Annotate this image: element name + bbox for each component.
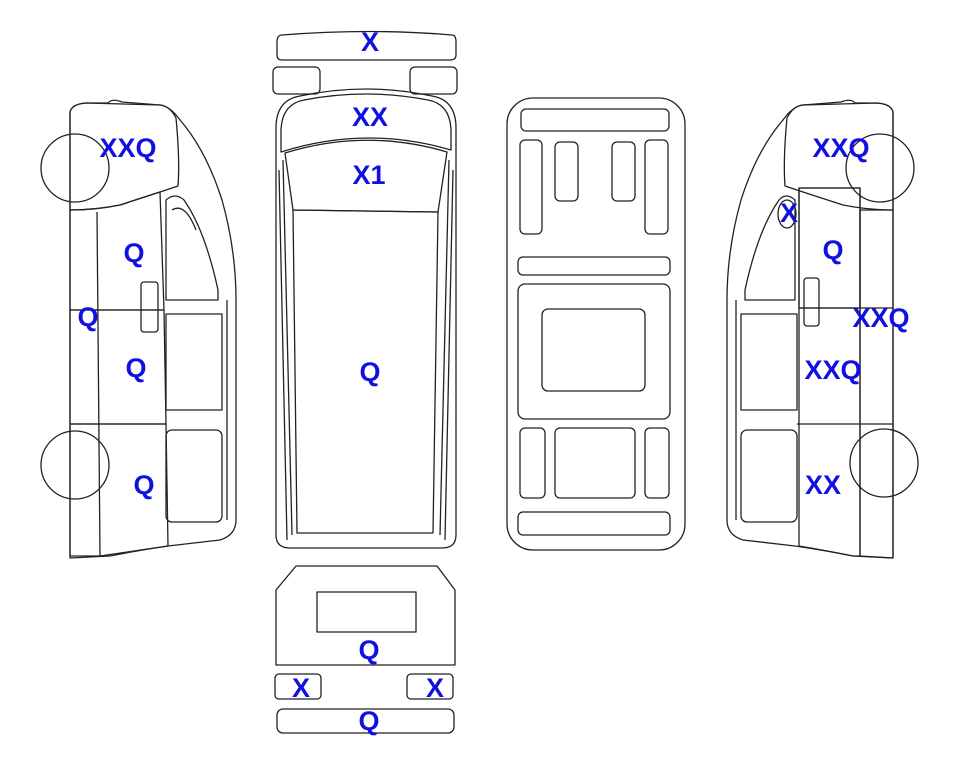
underbody-outline <box>506 97 686 551</box>
left-rear-wheel <box>40 430 110 500</box>
label-right-door-upper: Q <box>822 235 843 265</box>
label-right-rear-panel: XX <box>805 470 841 500</box>
roof-main-panel <box>292 209 439 534</box>
label-rear-light-left: X <box>292 673 310 703</box>
right-mid-panel <box>798 187 861 557</box>
label-rear-bumper: Q <box>358 706 379 736</box>
right-side-view <box>726 99 919 559</box>
roof-body-outline <box>275 88 457 549</box>
top-view <box>272 30 458 549</box>
label-top-bumper: X <box>361 27 379 57</box>
label-left-door-lower: Q <box>125 353 146 383</box>
label-left-front-panel: XXQ <box>99 133 156 163</box>
label-rear-door: Q <box>358 635 379 665</box>
label-right-front-panel: XXQ <box>812 133 869 163</box>
right-door-handle <box>803 277 820 327</box>
label-roof-main: Q <box>359 357 380 387</box>
damage-labels: X XX X1 Q Q X X Q XXQ Q Q Q Q XXQ X Q XX… <box>77 27 909 736</box>
rear-light-left <box>274 673 322 700</box>
roof-front-panel <box>284 139 448 213</box>
left-door-handle <box>140 281 159 333</box>
rear-light-right <box>406 673 454 700</box>
label-left-pillar: Q <box>77 302 98 332</box>
underbody-view <box>506 97 686 551</box>
rear-bumper <box>276 708 455 734</box>
left-door-upper <box>69 191 165 311</box>
right-front-panel <box>783 99 894 211</box>
mirror-left-top <box>272 66 321 95</box>
label-right-mid-panel: XXQ <box>804 355 861 385</box>
front-bumper-top <box>276 30 457 61</box>
label-right-pillar: XXQ <box>852 303 909 333</box>
label-left-rear-panel: Q <box>133 470 154 500</box>
left-window-front <box>165 195 219 301</box>
label-windshield: XX <box>352 102 388 132</box>
rear-door-panel <box>275 565 456 666</box>
left-front-wheel <box>40 133 110 203</box>
label-roof-front: X1 <box>352 160 385 190</box>
windshield-top <box>280 93 452 153</box>
label-rear-light-right: X <box>426 673 444 703</box>
rear-window <box>316 591 417 633</box>
right-rear-wheel <box>849 428 919 498</box>
left-side-view <box>40 99 237 559</box>
mirror-right-top <box>409 66 458 95</box>
rear-view <box>274 565 456 734</box>
right-front-wheel <box>845 133 915 203</box>
right-mirror <box>777 199 797 229</box>
label-left-door-upper: Q <box>123 238 144 268</box>
label-right-mirror: X <box>780 198 798 228</box>
